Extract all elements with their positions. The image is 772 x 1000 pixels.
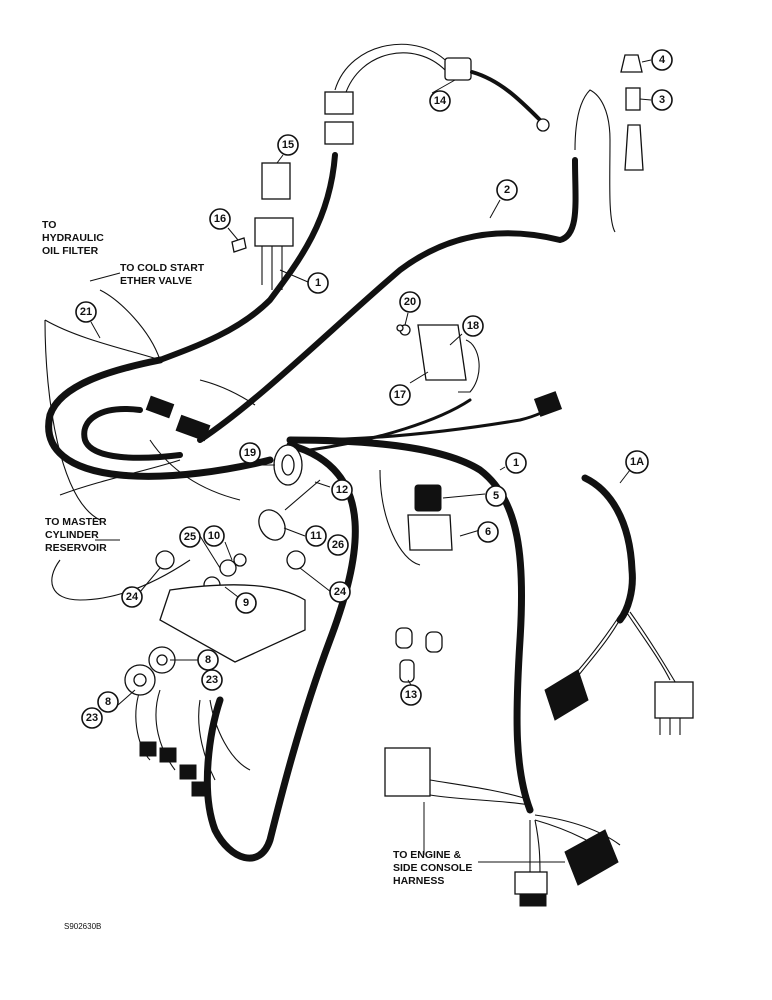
svg-text:HYDRAULIC: HYDRAULIC	[42, 232, 104, 244]
svg-text:11: 11	[310, 530, 322, 542]
svg-text:8: 8	[205, 654, 211, 666]
callout-3: 3	[651, 89, 673, 111]
callout-24-left: 24	[121, 586, 143, 608]
thin-wires	[44, 89, 681, 876]
svg-text:TO COLD START: TO COLD START	[120, 262, 205, 274]
svg-text:TO MASTER: TO MASTER	[45, 516, 107, 528]
callout-17: 17	[389, 384, 411, 406]
svg-text:12: 12	[336, 484, 348, 496]
svg-text:21: 21	[80, 306, 92, 318]
note-cold-start-ether-valve: TO COLD START ETHER VALVE	[120, 262, 205, 287]
callout-18: 18	[462, 315, 484, 337]
svg-text:HARNESS: HARNESS	[393, 875, 444, 887]
panel-plate	[159, 584, 306, 663]
callout-19: 19	[239, 442, 261, 464]
svg-text:19: 19	[244, 447, 256, 459]
relay-15	[254, 162, 294, 290]
svg-text:1A: 1A	[630, 456, 644, 468]
svg-text:6: 6	[485, 526, 491, 538]
callout-26: 26	[327, 534, 349, 556]
svg-text:18: 18	[467, 320, 479, 332]
callout-2: 2	[496, 179, 518, 201]
note-master-cylinder-reservoir: TO MASTER CYLINDER RESERVOIR	[45, 516, 107, 554]
switch-3-4	[620, 54, 644, 171]
callout-12: 12	[331, 479, 353, 501]
svg-text:16: 16	[214, 213, 226, 225]
svg-text:15: 15	[282, 139, 294, 151]
svg-text:23: 23	[86, 712, 98, 724]
svg-text:26: 26	[332, 539, 344, 551]
callout-1A: 1A	[625, 450, 649, 474]
svg-text:10: 10	[208, 530, 220, 542]
svg-text:SIDE CONSOLE: SIDE CONSOLE	[393, 862, 472, 874]
callout-23-right: 23	[201, 669, 223, 691]
svg-text:24: 24	[126, 591, 139, 603]
svg-text:3: 3	[659, 94, 665, 106]
svg-text:1: 1	[315, 277, 321, 289]
relay-5	[407, 484, 453, 551]
callout-21: 21	[75, 301, 97, 323]
callout-8-right: 8	[197, 649, 219, 671]
svg-text:9: 9	[243, 597, 249, 609]
svg-text:2: 2	[504, 184, 510, 196]
callout-13: 13	[400, 684, 422, 706]
svg-text:ETHER VALVE: ETHER VALVE	[120, 275, 192, 287]
svg-text:23: 23	[206, 674, 218, 686]
main-harness	[45, 152, 636, 862]
callout-25: 25	[179, 526, 201, 548]
leader-lines	[89, 59, 652, 863]
connector-right	[533, 391, 563, 417]
lamps-13	[395, 627, 443, 683]
callout-8-left: 8	[97, 691, 119, 713]
connector-14	[324, 43, 550, 145]
svg-text:TO: TO	[42, 219, 56, 231]
svg-text:RESERVOIR: RESERVOIR	[45, 542, 107, 554]
svg-text:CYLINDER: CYLINDER	[45, 529, 99, 541]
callout-6: 6	[477, 521, 499, 543]
callout-1-right: 1	[505, 452, 527, 474]
callout-4: 4	[651, 49, 673, 71]
svg-text:14: 14	[434, 95, 447, 107]
switches-8-23	[124, 646, 176, 696]
drawing-number: S902630B	[64, 922, 101, 931]
svg-text:8: 8	[105, 696, 111, 708]
note-hydraulic-oil-filter: TO HYDRAULIC OIL FILTER	[42, 219, 104, 257]
switch-17	[396, 324, 480, 393]
svg-text:25: 25	[184, 531, 196, 543]
callout-23-left: 23	[81, 707, 103, 729]
callout-11: 11	[305, 525, 327, 547]
callout-10: 10	[203, 525, 225, 547]
svg-text:24: 24	[334, 586, 347, 598]
svg-text:13: 13	[405, 689, 417, 701]
connector-center	[145, 395, 211, 442]
svg-text:TO ENGINE &: TO ENGINE &	[393, 849, 461, 861]
svg-text:17: 17	[394, 389, 406, 401]
callout-9: 9	[235, 592, 257, 614]
connectors-bottom	[384, 747, 619, 907]
note-engine-side-console-harness: TO ENGINE & SIDE CONSOLE HARNESS	[393, 849, 472, 887]
svg-text:4: 4	[659, 54, 666, 66]
callout-5: 5	[485, 485, 507, 507]
callout-20: 20	[399, 291, 421, 313]
callout-14: 14	[429, 90, 451, 112]
svg-text:20: 20	[404, 296, 416, 308]
callout-1-upper: 1	[307, 272, 329, 294]
switch-11-26	[258, 479, 321, 541]
callout-24-right: 24	[329, 581, 351, 603]
svg-text:5: 5	[493, 490, 499, 502]
svg-text:OIL FILTER: OIL FILTER	[42, 245, 99, 257]
screw-16	[231, 237, 247, 253]
connectors-1A	[544, 669, 694, 735]
lower-connectors	[139, 741, 209, 797]
svg-text:1: 1	[513, 457, 519, 469]
grommet-19	[273, 444, 303, 486]
callout-16: 16	[209, 208, 231, 230]
callout-15: 15	[277, 134, 299, 156]
